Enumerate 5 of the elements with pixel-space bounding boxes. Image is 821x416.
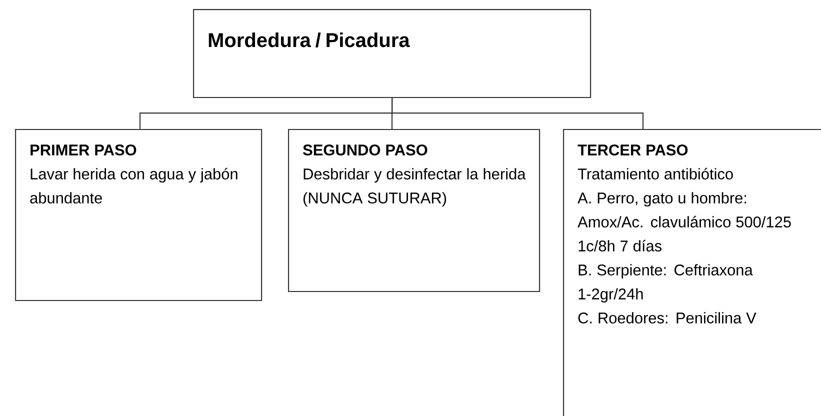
step-box: SEGUNDO PASO Desbridar y desinfectar la herida (NUNCA SUTURAR) xyxy=(288,129,540,292)
connector-line xyxy=(392,98,644,129)
step-box: TERCER PASO Tratamiento antibiótico A. Perro, gato u hombre: Amox/Ac. clavulámico 500/125 1c/8h 7 días B. Serpiente: Ceftriaxona 1-2gr/24h C. Roedores: Penicilina V xyxy=(563,129,821,416)
title-box: Mordedura / Picadura xyxy=(193,9,592,98)
step-box: PRIMER PASO Lavar herida con agua y jabón abundante xyxy=(15,129,262,302)
